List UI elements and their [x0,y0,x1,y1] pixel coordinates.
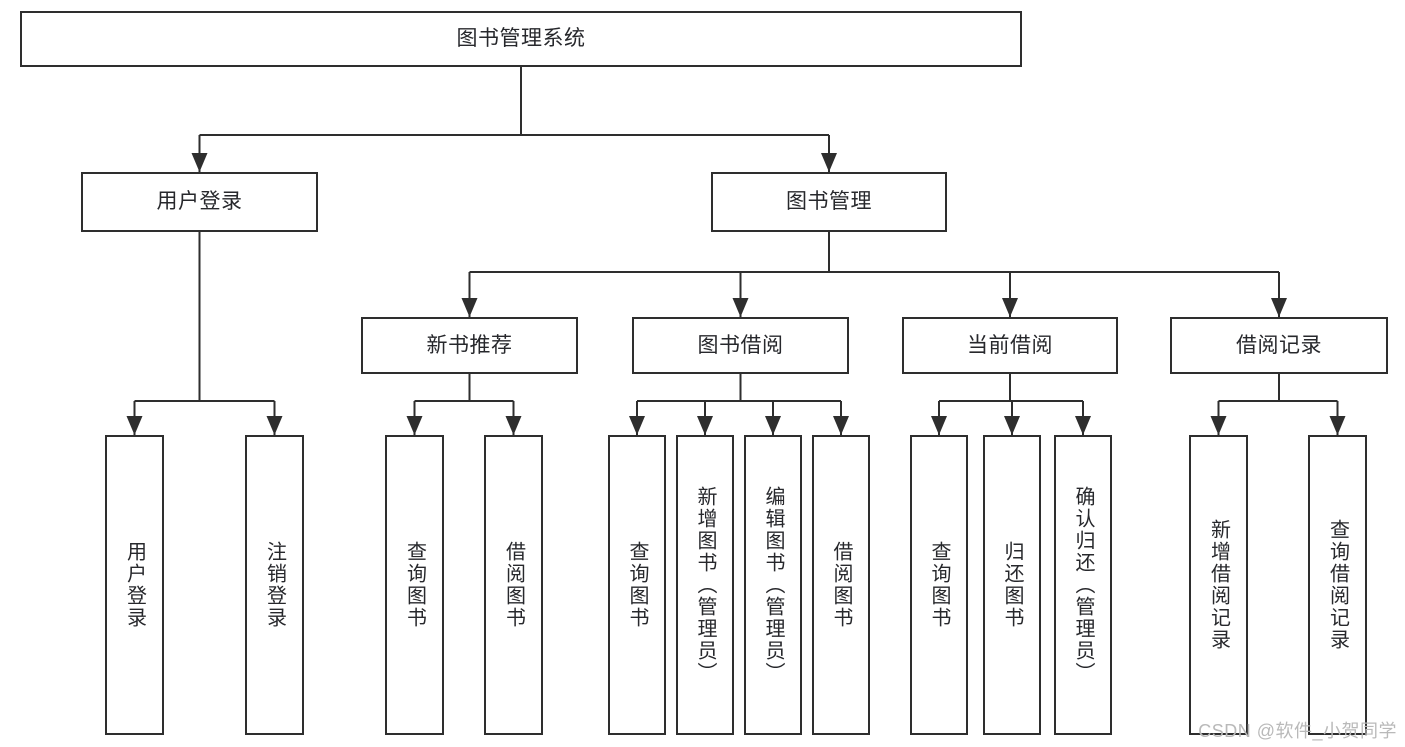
node-leaf_logout[interactable]: 注销登录 [245,435,304,735]
arrowhead-icon [126,416,143,435]
node-label: 新增图书（管理员） [694,486,716,684]
node-new_book_rec[interactable]: 新书推荐 [361,317,578,374]
arrowhead-icon [1004,416,1020,435]
node-leaf_query_book_1[interactable]: 查询图书 [385,435,444,735]
node-root[interactable]: 图书管理系统 [20,11,1022,67]
arrowhead-icon [1075,416,1091,435]
arrowhead-icon [1210,416,1227,435]
node-label: 图书借阅 [697,333,784,357]
node-label: 确认归还（管理员） [1072,486,1094,684]
node-current_borrow[interactable]: 当前借阅 [902,317,1118,374]
node-leaf_user_login[interactable]: 用户登录 [105,435,164,735]
node-leaf_query_record[interactable]: 查询借阅记录 [1308,435,1367,735]
node-label: 图书管理系统 [456,27,586,51]
node-leaf_add_record[interactable]: 新增借阅记录 [1189,435,1248,735]
node-borrow_record[interactable]: 借阅记录 [1170,317,1388,374]
node-label: 查询借阅记录 [1326,519,1349,651]
arrowhead-icon [1002,298,1018,317]
node-label: 借阅图书 [502,541,525,629]
node-leaf_add_book[interactable]: 新增图书（管理员） [676,435,734,735]
node-label: 图书管理 [786,190,872,214]
node-label: 新书推荐 [426,333,513,357]
node-label: 新增借阅记录 [1207,519,1230,651]
arrowhead-icon [461,298,478,317]
node-label: 当前借阅 [967,333,1053,357]
node-label: 借阅记录 [1236,333,1322,357]
node-label: 注销登录 [263,541,286,629]
node-label: 归还图书 [1001,541,1023,629]
node-label: 借阅图书 [830,541,852,629]
arrowhead-icon [821,153,837,172]
arrowhead-icon [629,416,645,435]
arrowhead-icon [931,416,947,435]
arrowhead-icon [1329,416,1346,435]
node-leaf_confirm_return[interactable]: 确认归还（管理员） [1054,435,1112,735]
arrowhead-icon [406,416,423,435]
node-book_borrow[interactable]: 图书借阅 [632,317,849,374]
node-leaf_query_book_3[interactable]: 查询图书 [910,435,968,735]
arrowhead-icon [765,416,781,435]
node-book_mgmt[interactable]: 图书管理 [711,172,947,232]
arrowhead-icon [191,153,208,172]
node-leaf_edit_book[interactable]: 编辑图书（管理员） [744,435,802,735]
node-user_login[interactable]: 用户登录 [81,172,318,232]
node-leaf_return_book[interactable]: 归还图书 [983,435,1041,735]
arrowhead-icon [505,416,522,435]
node-leaf_query_book_2[interactable]: 查询图书 [608,435,666,735]
node-label: 查询图书 [403,541,426,629]
arrowhead-icon [697,416,713,435]
node-label: 用户登录 [123,541,146,629]
arrowhead-icon [266,416,283,435]
node-label: 编辑图书（管理员） [762,486,784,684]
watermark-text: CSDN @软件_小贺同学 [1198,721,1397,741]
node-label: 查询图书 [928,541,950,629]
node-label: 查询图书 [626,541,648,629]
arrowhead-icon [1271,298,1287,317]
node-label: 用户登录 [156,190,243,214]
arrowhead-icon [732,298,749,317]
node-leaf_borrow_book_2[interactable]: 借阅图书 [812,435,870,735]
arrowhead-icon [833,416,849,435]
node-leaf_borrow_book_1[interactable]: 借阅图书 [484,435,543,735]
